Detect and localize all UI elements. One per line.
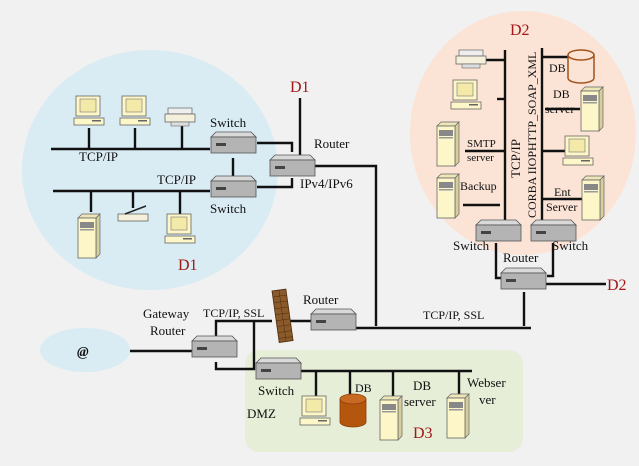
d1-switch-bottom-icon: [210, 175, 257, 198]
d1-router-protocol-label: IPv4/IPv6: [300, 176, 353, 191]
d2-switch-right-label: Switch: [552, 238, 589, 253]
d1-workstation-1-icon: [73, 95, 105, 126]
d2-links: [463, 48, 606, 326]
d1-router-icon: [269, 154, 316, 177]
d2-ent-server-icon: [581, 175, 605, 221]
d2-domain-label-right: D2: [607, 277, 627, 294]
d2-smtp-server-icon: [436, 121, 460, 167]
dmz-switch-label: Switch: [258, 383, 295, 398]
dmz-switch-icon: [255, 357, 302, 380]
dmz-title: DMZ: [247, 406, 276, 421]
edge-router-label: Router: [303, 292, 339, 307]
dmz-db-server-label-2: server: [404, 394, 436, 409]
d2-router-label: Router: [503, 250, 539, 265]
d1-domain-label-bottom: D1: [178, 257, 198, 274]
d1-switch-top-label: Switch: [210, 115, 247, 130]
d1-switch-bottom-label: Switch: [210, 201, 247, 216]
gateway-link-label: TCP/IP, SSL: [203, 306, 264, 320]
d1-domain-label-top: D1: [290, 79, 310, 96]
d1-bottom-network-label: TCP/IP: [157, 172, 196, 187]
d2-ent-label-1: Ent: [554, 185, 571, 199]
dmz-web-server-label-2: ver: [479, 392, 496, 407]
d1-server-icon: [77, 213, 101, 259]
gateway-label-1: Gateway: [143, 306, 190, 321]
d2-ent-label-2: Server: [546, 200, 577, 214]
d2-backup-server-icon: [436, 173, 460, 219]
d1-scanner-icon: [117, 205, 149, 222]
d1-zone: [22, 50, 278, 290]
d2-vertical-protocol-label-2: CORBA IIOPHTTP_SOAP_XML: [525, 52, 539, 218]
d2-db-server-icon: [580, 86, 604, 132]
d2-domain-label-top: D2: [510, 22, 530, 39]
edge-router-icon: [310, 308, 357, 331]
d2-smtp-label-2: server: [467, 152, 494, 164]
d2-router-icon: [500, 267, 547, 290]
backbone-links: [130, 319, 531, 396]
dmz-web-server-label-1: Webser: [467, 375, 506, 390]
dmz-workstation-icon: [299, 395, 331, 426]
firewall-icon: [271, 288, 294, 343]
dmz-web-server-icon: [446, 393, 470, 439]
d3-domain-label: D3: [413, 425, 433, 442]
d1-router-label: Router: [314, 136, 350, 151]
d2-db-server-label-1: DB: [553, 87, 570, 101]
d2-db-server-label-2: server: [545, 102, 574, 116]
d2-switch-left-label: Switch: [453, 238, 490, 253]
gateway-router-icon: [191, 335, 238, 358]
d1-workstation-3-icon: [164, 213, 196, 244]
d2-vertical-protocol-label-1: TCP/IP: [508, 139, 523, 178]
d2-database-icon: [567, 49, 595, 84]
gateway-label-2: Router: [150, 323, 186, 338]
d1-switch-top-icon: [210, 131, 257, 154]
d1-workstation-2-icon: [119, 95, 151, 126]
dmz-database-icon: [339, 393, 367, 428]
d2-smtp-label-1: SMTP: [467, 138, 496, 150]
backbone-label: TCP/IP, SSL: [423, 308, 484, 322]
dmz-db-server-label-1: DB: [413, 378, 431, 393]
d2-workstation-2-icon: [562, 135, 594, 166]
internet-cloud: [40, 328, 130, 372]
internet-label: @: [77, 345, 89, 360]
dmz-db-server-icon: [379, 395, 403, 441]
d2-db-label: DB: [549, 61, 566, 75]
d1-top-network-label: TCP/IP: [79, 149, 118, 164]
dmz-db-label: DB: [355, 381, 372, 395]
d2-workstation-1-icon: [450, 79, 482, 110]
d2-backup-label: Backup: [460, 179, 497, 193]
